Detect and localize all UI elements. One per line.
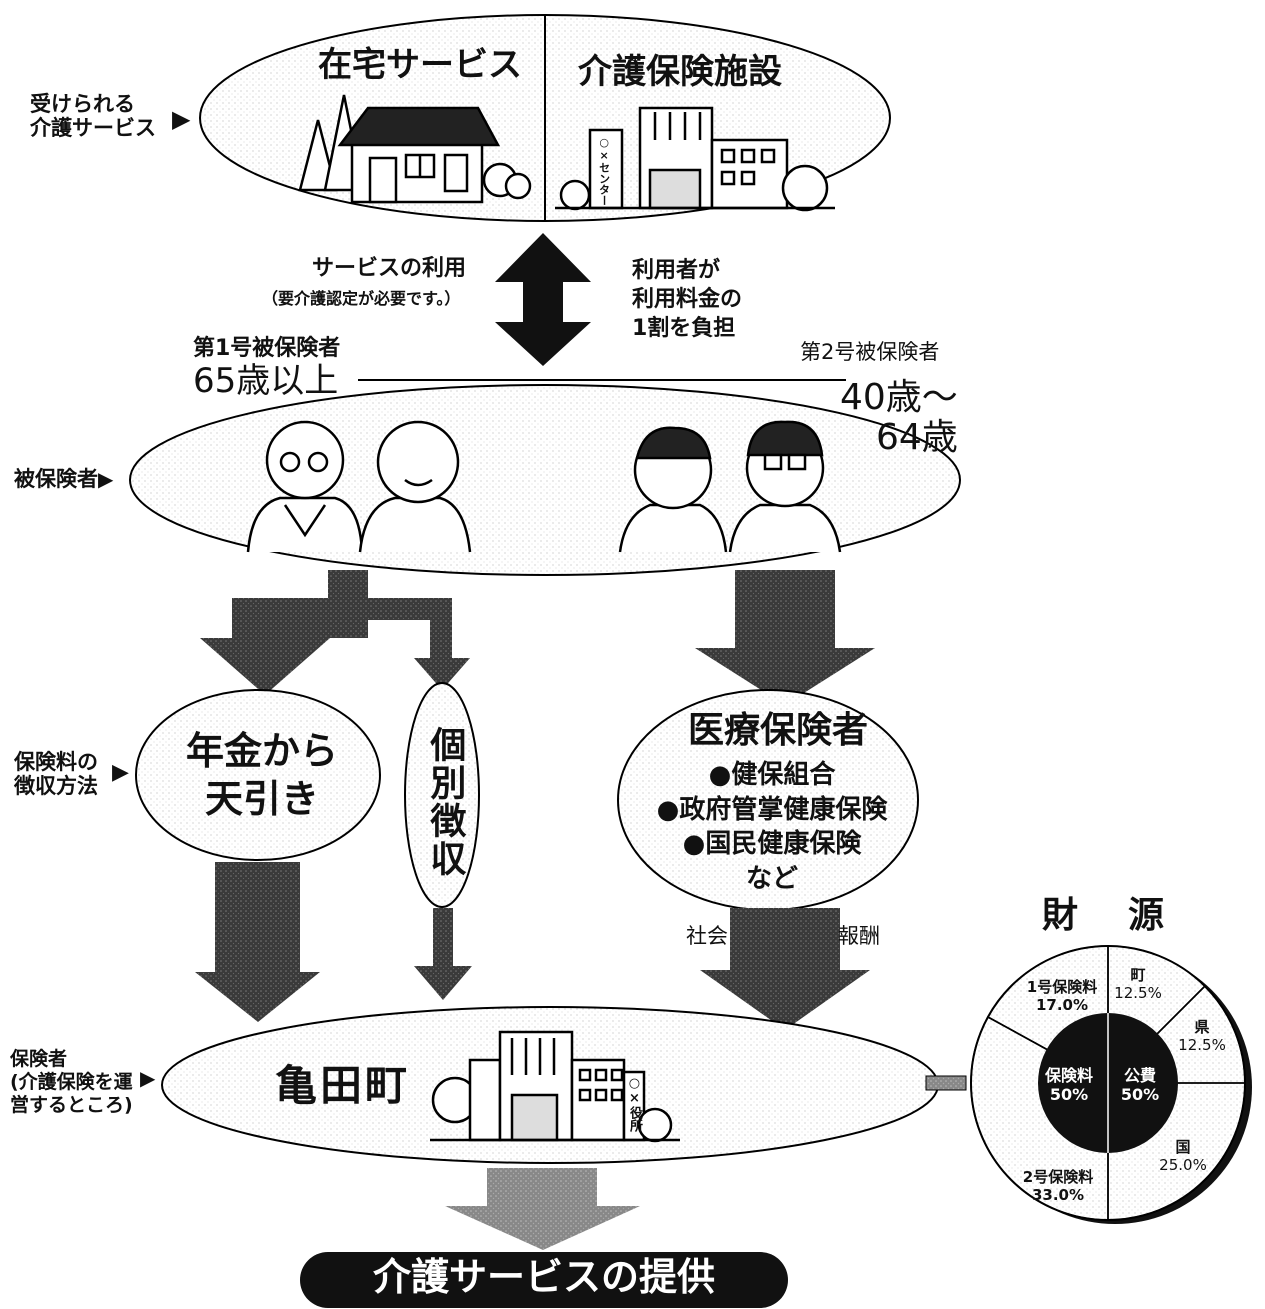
pie-label-town: 町 12.5% xyxy=(1108,966,1168,1002)
elderly-woman-icon xyxy=(246,420,364,553)
town-hall-icon xyxy=(430,1030,680,1143)
first-insured-label: 第1号被保険者 xyxy=(193,336,341,361)
pension-line-1: 年金から xyxy=(186,729,339,773)
pie-label-prefecture: 県 12.5% xyxy=(1168,1018,1236,1054)
pointer-triangle-icon: ▶ xyxy=(172,105,191,133)
funding-pie-chart xyxy=(970,945,1252,1224)
pie-label-town-value: 12.5% xyxy=(1114,984,1162,1002)
pie-label-second-premium-value: 33.0% xyxy=(1031,1186,1085,1204)
pie-label-town-name: 町 xyxy=(1130,966,1146,984)
pension-deduction-label: 年金から 天引き xyxy=(186,728,338,823)
home-services-title: 在宅サービス xyxy=(318,45,522,85)
medical-to-insurer-arrow xyxy=(700,908,870,1030)
insurer-side-label-line-3: 営するところ) xyxy=(10,1094,133,1117)
pie-label-national: 国 25.0% xyxy=(1148,1138,1218,1174)
user-cost-line-2: 利用料金の xyxy=(632,287,743,313)
pointer-triangle-icon: ▶ xyxy=(140,1066,156,1090)
medical-item-government-insurance: ●政府管掌健康保険 xyxy=(656,794,888,825)
facility-title: 介護保険施設 xyxy=(578,52,782,92)
medical-item-etc: など xyxy=(745,863,798,894)
pointer-triangle-icon: ▶ xyxy=(98,467,114,491)
pie-label-first-premium-name: 1号保険料 xyxy=(1026,978,1098,996)
medical-item-national-insurance: ●国民健康保険 xyxy=(682,829,862,860)
insurer-name: 亀田町 xyxy=(275,1061,411,1110)
second-insured-age: 40歳〜 64歳 xyxy=(840,377,958,459)
user-cost-line-3: 1割を負担 xyxy=(632,316,736,342)
funding-title-2: 源 xyxy=(1128,895,1165,936)
pointer-triangle-icon: ▶ xyxy=(112,760,129,785)
insurer-side-label: 保険者 (介護保険を運 営するところ) xyxy=(10,1048,133,1118)
pie-slice-3 xyxy=(970,1015,1109,1221)
pension-to-insurer-arrow xyxy=(195,862,320,1022)
pension-arrow xyxy=(200,570,470,695)
services-side-label-line-1: 受けられる xyxy=(30,92,135,116)
insured-side-label-text: 被保険者 xyxy=(14,467,98,491)
elderly-man-icon xyxy=(358,420,472,553)
man-with-glasses-icon xyxy=(728,420,842,553)
inner-label-public-name: 公費 xyxy=(1123,1066,1156,1085)
pie-label-first-premium-value: 17.0% xyxy=(1035,996,1089,1014)
pie-label-first-premium: 1号保険料 17.0% xyxy=(1012,978,1112,1014)
middle-aged-man-icon xyxy=(618,426,728,553)
medical-insurer-list: ●健保組合 ●政府管掌健康保険 ●国民健康保険 など xyxy=(632,758,912,896)
service-provision-arrow xyxy=(445,1168,640,1250)
insurer-side-label-line-1: 保険者 xyxy=(10,1048,68,1070)
funding-title-1: 財 xyxy=(1042,895,1079,936)
second-insured-age-line-1: 40歳〜 xyxy=(840,377,958,418)
pie-connector xyxy=(925,1075,967,1091)
services-side-label-line-2: 介護サービス xyxy=(30,116,156,141)
second-insured-label: 第2号被保険者 xyxy=(800,340,940,364)
inner-label-public: 公費 50% xyxy=(1110,1066,1170,1104)
medical-insurer-arrow xyxy=(695,570,875,705)
user-cost-label: 利用者が 利用料金の 1割を負担 xyxy=(632,256,742,343)
user-cost-line-1: 利用者が xyxy=(632,258,721,283)
town-hall-sign: ○×役所 xyxy=(626,1076,642,1132)
result-banner-text: 介護サービスの提供 xyxy=(372,1255,715,1299)
pie-slice-2 xyxy=(1107,1082,1246,1221)
collection-side-label: 保険料の 徴収方法 xyxy=(14,750,98,798)
pie-label-prefecture-value: 12.5% xyxy=(1178,1036,1226,1054)
inner-label-public-value: 50% xyxy=(1120,1085,1160,1105)
medical-item-health-union: ●健保組合 xyxy=(708,760,836,790)
pie-label-second-premium: 2号保険料 33.0% xyxy=(1008,1168,1108,1204)
pension-line-2: 天引き xyxy=(205,776,320,821)
facility-sign: ○×センター xyxy=(597,136,611,206)
service-usage-note: （要介護認定が必要です。） xyxy=(262,289,461,308)
insurer-side-label-line-2: (介護保険を運 xyxy=(10,1071,133,1094)
social-note-right: 報酬 xyxy=(838,924,880,948)
inner-label-premium-value: 50% xyxy=(1049,1085,1089,1105)
home-icon xyxy=(298,94,532,204)
individual-ellipse xyxy=(404,682,480,908)
pension-ellipse xyxy=(135,689,381,861)
individual-collection-label: 個別徴収 xyxy=(424,726,466,878)
pie-label-national-value: 25.0% xyxy=(1159,1156,1207,1174)
medical-insurer-title: 医療保険者 xyxy=(688,710,869,751)
pie-label-prefecture-name: 県 xyxy=(1194,1018,1210,1036)
result-banner xyxy=(300,1252,788,1308)
collection-side-label-line-1: 保険料の xyxy=(14,750,98,774)
pie-slice-4 xyxy=(986,945,1109,1085)
service-usage-label: サービスの利用 xyxy=(312,256,467,281)
collection-side-label-line-2: 徴収方法 xyxy=(14,774,98,799)
service-usage-arrow xyxy=(495,233,591,366)
pie-label-national-name: 国 xyxy=(1175,1138,1191,1156)
insured-side-label: 被保険者▶ xyxy=(14,467,113,491)
pie-label-second-premium-name: 2号保険料 xyxy=(1022,1168,1094,1186)
individual-to-insurer-arrow xyxy=(414,908,472,1000)
facility-icon xyxy=(555,106,835,212)
first-insured-age: 65歳以上 xyxy=(193,361,339,401)
social-note-left: 社会 xyxy=(686,924,728,948)
second-insured-age-line-2: 64歳 xyxy=(876,417,958,459)
pie-slice-1 xyxy=(1106,984,1246,1084)
pie-slice-0 xyxy=(1107,945,1207,1085)
inner-label-premium: 保険料 50% xyxy=(1034,1066,1104,1104)
inner-label-premium-name: 保険料 xyxy=(1044,1066,1093,1085)
services-side-label: 受けられる 介護サービス xyxy=(30,92,156,140)
